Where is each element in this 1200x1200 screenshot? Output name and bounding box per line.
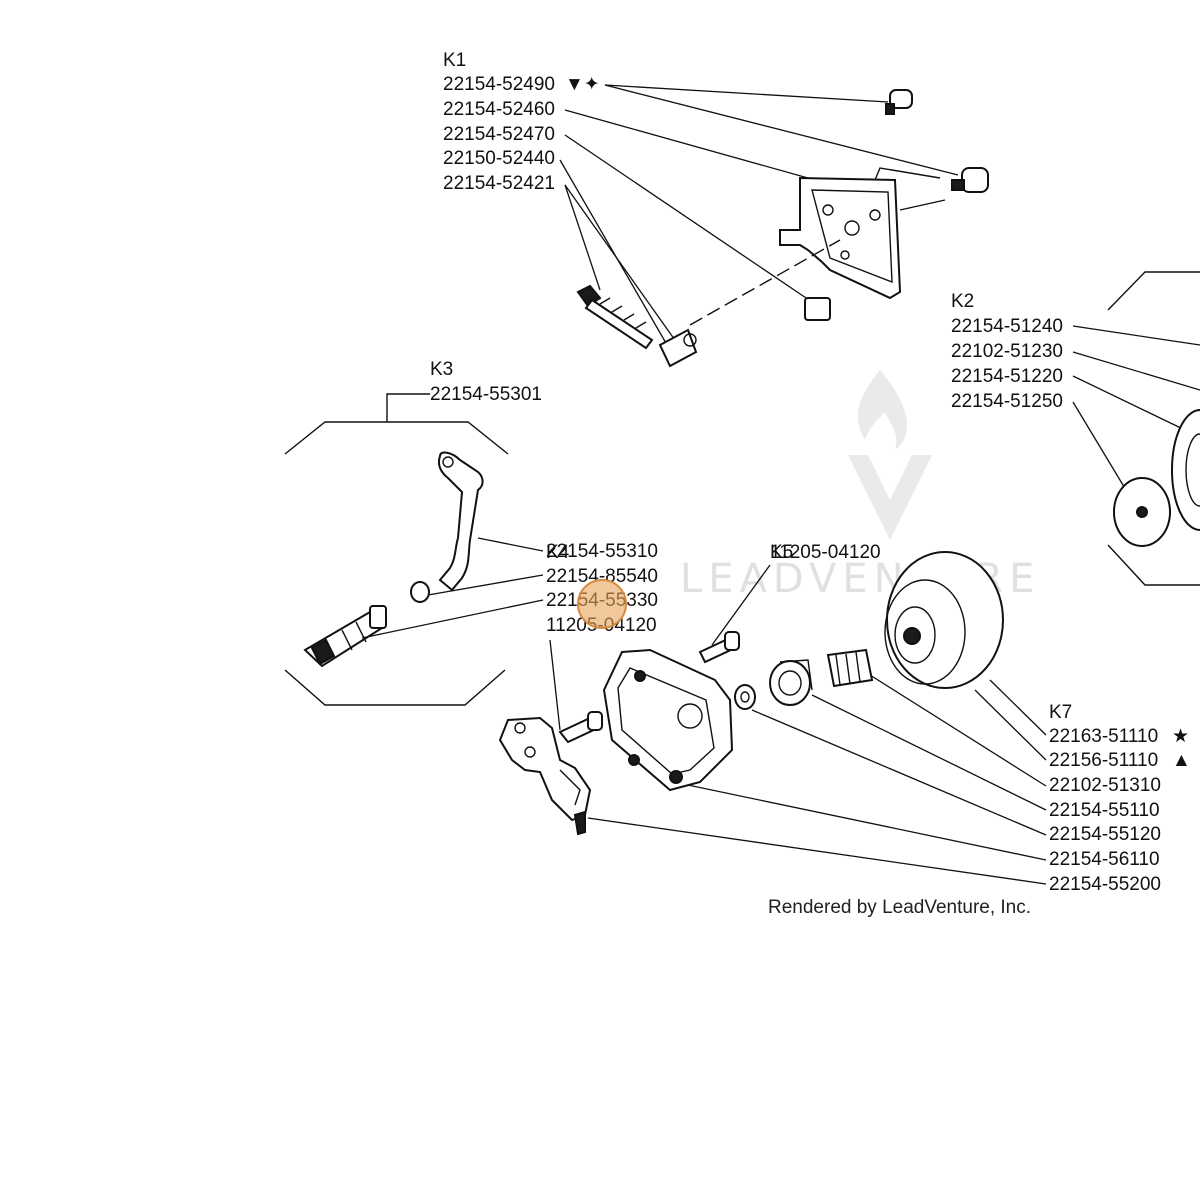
k7-needle-bearing[interactable] xyxy=(826,648,874,688)
group-k5-title: K5 xyxy=(770,542,793,563)
k7-part-4-label[interactable]: 22154-55110 xyxy=(1049,800,1160,821)
k2-part-2-label[interactable]: 22102-51230 xyxy=(951,341,1063,362)
k4-screw[interactable] xyxy=(558,711,603,744)
k1-adjuster-plate[interactable] xyxy=(779,167,946,300)
group-k7: K7 22163-51110 ★ 22156-51110 ▲ 22102-513… xyxy=(587,551,1191,895)
k1-part-1-markers: ▼✦ xyxy=(565,74,600,95)
k2-part-4-label[interactable]: 22154-51250 xyxy=(951,391,1063,412)
k7-part-1-label[interactable]: 22163-51110 xyxy=(1049,726,1158,747)
k7-part-5-label[interactable]: 22154-55120 xyxy=(1049,824,1161,845)
k1-part-1-label[interactable]: 22154-52490 xyxy=(443,74,555,95)
k1-cap-screw-right[interactable] xyxy=(951,167,989,193)
k7-part-1-marker: ★ xyxy=(1172,726,1189,747)
group-k3-title: K3 xyxy=(430,359,453,380)
k5-screw[interactable] xyxy=(698,631,740,664)
k1-part-2-label[interactable]: 22154-52460 xyxy=(443,99,555,120)
group-k4-title: K4 xyxy=(546,542,570,563)
k4-part-1-label[interactable]: 22154-55310 xyxy=(546,541,658,562)
credit-text: Rendered by LeadVenture, Inc. xyxy=(768,897,1031,918)
k7-washer[interactable] xyxy=(734,684,756,710)
k4-part-2-label[interactable]: 22154-85540 xyxy=(546,566,658,587)
k2-part-3-label[interactable]: 22154-51220 xyxy=(951,366,1063,387)
k4-oil-pump[interactable] xyxy=(498,716,592,836)
k7-part-7-label[interactable]: 22154-55200 xyxy=(1049,874,1161,895)
k2-part-1-label[interactable]: 22154-51240 xyxy=(951,316,1063,337)
k1-part-3-label[interactable]: 22154-52470 xyxy=(443,124,555,145)
group-k3: K3 22154-55301 xyxy=(284,359,542,706)
k1-nut[interactable] xyxy=(658,328,698,368)
k7-part-2-marker: ▲ xyxy=(1172,750,1191,771)
group-k4: K4 22154-55310 22154-85540 22154-55330 1… xyxy=(361,537,658,836)
k1-clip[interactable] xyxy=(804,297,831,321)
k2-washer[interactable] xyxy=(1113,477,1171,547)
group-k2: K2 22154-51240 22102-51230 22154-51220 2… xyxy=(951,271,1200,586)
k1-part-4-label[interactable]: 22150-52440 xyxy=(443,148,555,169)
k7-inner-race[interactable] xyxy=(769,659,813,706)
highlight-marker[interactable] xyxy=(577,579,627,629)
group-k5: K5 11205-04120 xyxy=(698,542,881,664)
k1-part-5-label[interactable]: 22154-52421 xyxy=(443,173,555,194)
k2-clutch-drum[interactable] xyxy=(1171,409,1200,531)
k7-cover-plate[interactable] xyxy=(602,648,734,792)
k7-part-2-label[interactable]: 22156-51110 xyxy=(1049,750,1158,771)
group-k2-title: K2 xyxy=(951,291,974,312)
group-k7-title: K7 xyxy=(1049,702,1072,723)
k5-part-label[interactable]: 11205-04120 xyxy=(770,542,881,563)
k1-adjusting-bolt[interactable] xyxy=(576,284,654,350)
group-k1: K1 22154-52490 ▼✦ 22154-52460 22154-5247… xyxy=(443,50,989,368)
k3-oil-seal[interactable] xyxy=(410,581,430,603)
k1-cap-screw-small[interactable] xyxy=(885,89,913,115)
k7-part-6-label[interactable]: 22154-56110 xyxy=(1049,849,1160,870)
k3-part-1-label[interactable]: 22154-55301 xyxy=(430,384,542,405)
group-k1-title: K1 xyxy=(443,50,466,71)
k3-oil-connector[interactable] xyxy=(303,605,387,668)
k7-clutch-drum-sprocket[interactable] xyxy=(884,551,1004,689)
k7-part-3-label[interactable]: 22102-51310 xyxy=(1049,775,1161,796)
k3-oil-pipe[interactable] xyxy=(438,451,484,592)
